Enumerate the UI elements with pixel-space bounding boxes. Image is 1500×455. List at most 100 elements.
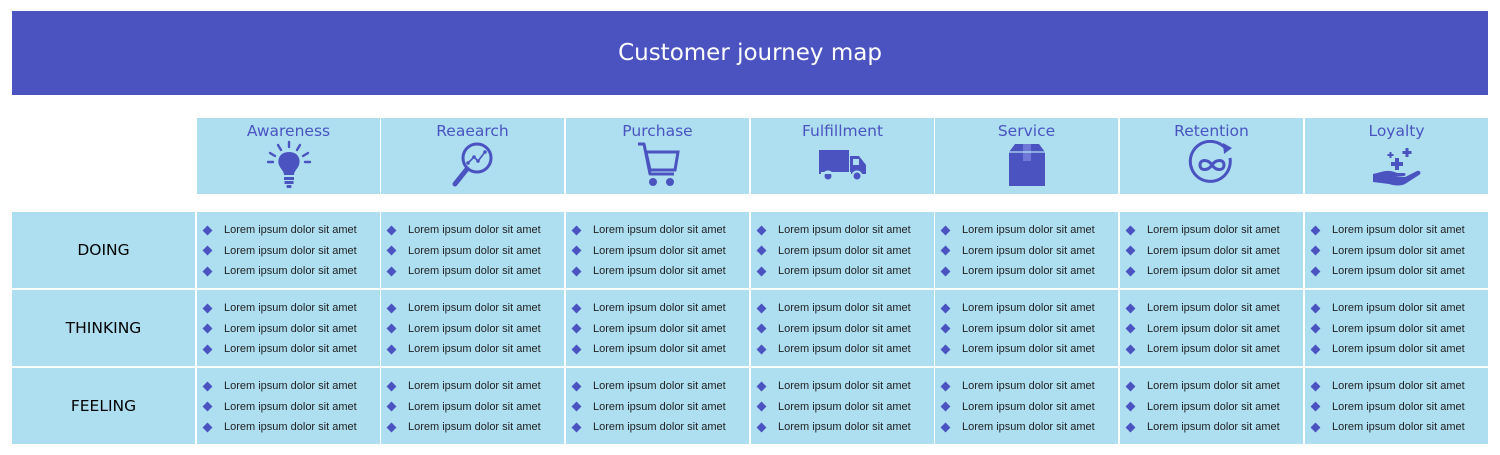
list-item: Lorem ipsum dolor sit amet bbox=[756, 241, 934, 262]
diamond-bullet-icon bbox=[571, 266, 582, 277]
shopping-cart-icon bbox=[632, 140, 684, 190]
list-item-text: Lorem ipsum dolor sit amet bbox=[224, 343, 357, 356]
list-item: Lorem ipsum dolor sit amet bbox=[571, 397, 749, 418]
list-item-text: Lorem ipsum dolor sit amet bbox=[778, 380, 911, 393]
list-item-text: Lorem ipsum dolor sit amet bbox=[593, 302, 726, 315]
stage-header-fulfillment: Fulfillment bbox=[751, 118, 934, 194]
diamond-bullet-icon bbox=[1125, 245, 1136, 256]
list-item: Lorem ipsum dolor sit amet bbox=[571, 298, 749, 319]
list-item: Lorem ipsum dolor sit amet bbox=[756, 417, 934, 438]
diamond-bullet-icon bbox=[571, 323, 582, 334]
list-item-text: Lorem ipsum dolor sit amet bbox=[1332, 380, 1465, 393]
package-box-icon bbox=[1001, 140, 1053, 190]
list-item-text: Lorem ipsum dolor sit amet bbox=[1147, 421, 1280, 434]
hand-plus-icon bbox=[1371, 140, 1423, 190]
diamond-bullet-icon bbox=[1310, 245, 1321, 256]
list-item-text: Lorem ipsum dolor sit amet bbox=[408, 265, 541, 278]
list-item-text: Lorem ipsum dolor sit amet bbox=[593, 224, 726, 237]
stage-label: Purchase bbox=[622, 122, 693, 140]
list-item-text: Lorem ipsum dolor sit amet bbox=[1147, 380, 1280, 393]
diamond-bullet-icon bbox=[571, 245, 582, 256]
list-item-text: Lorem ipsum dolor sit amet bbox=[408, 244, 541, 257]
diamond-bullet-icon bbox=[386, 401, 397, 412]
diamond-bullet-icon bbox=[386, 344, 397, 355]
list-item-text: Lorem ipsum dolor sit amet bbox=[1332, 244, 1465, 257]
diamond-bullet-icon bbox=[756, 344, 767, 355]
diamond-bullet-icon bbox=[202, 303, 213, 314]
diamond-bullet-icon bbox=[1310, 303, 1321, 314]
list-item: Lorem ipsum dolor sit amet bbox=[386, 417, 564, 438]
stage-label: Awareness bbox=[246, 122, 331, 140]
list-item-text: Lorem ipsum dolor sit amet bbox=[224, 380, 357, 393]
list-item: Lorem ipsum dolor sit amet bbox=[1125, 241, 1303, 262]
list-item: Lorem ipsum dolor sit amet bbox=[1310, 241, 1488, 262]
diamond-bullet-icon bbox=[940, 303, 951, 314]
list-item-text: Lorem ipsum dolor sit amet bbox=[962, 421, 1095, 434]
diamond-bullet-icon bbox=[940, 225, 951, 236]
list-item: Lorem ipsum dolor sit amet bbox=[1125, 220, 1303, 241]
diamond-bullet-icon bbox=[571, 381, 582, 392]
diamond-bullet-icon bbox=[940, 381, 951, 392]
list-item-text: Lorem ipsum dolor sit amet bbox=[962, 224, 1095, 237]
diamond-bullet-icon bbox=[1125, 266, 1136, 277]
row-label-feeling: FEELING bbox=[12, 368, 195, 444]
list-item-text: Lorem ipsum dolor sit amet bbox=[1332, 400, 1465, 413]
stage-label: Service bbox=[997, 122, 1056, 140]
stage-label: Retention bbox=[1174, 122, 1249, 140]
diamond-bullet-icon bbox=[386, 323, 397, 334]
diamond-bullet-icon bbox=[1125, 323, 1136, 334]
list-item: Lorem ipsum dolor sit amet bbox=[1310, 220, 1488, 241]
list-item-text: Lorem ipsum dolor sit amet bbox=[408, 322, 541, 335]
list-item-text: Lorem ipsum dolor sit amet bbox=[962, 265, 1095, 278]
list-item: Lorem ipsum dolor sit amet bbox=[571, 241, 749, 262]
list-item: Lorem ipsum dolor sit amet bbox=[1125, 339, 1303, 360]
diamond-bullet-icon bbox=[1125, 344, 1136, 355]
diamond-bullet-icon bbox=[756, 323, 767, 334]
list-item: Lorem ipsum dolor sit amet bbox=[202, 417, 380, 438]
list-item: Lorem ipsum dolor sit amet bbox=[1310, 298, 1488, 319]
list-item: Lorem ipsum dolor sit amet bbox=[571, 319, 749, 340]
list-item: Lorem ipsum dolor sit amet bbox=[940, 376, 1118, 397]
diamond-bullet-icon bbox=[1125, 225, 1136, 236]
diamond-bullet-icon bbox=[940, 401, 951, 412]
list-item-text: Lorem ipsum dolor sit amet bbox=[593, 343, 726, 356]
diamond-bullet-icon bbox=[386, 381, 397, 392]
diamond-bullet-icon bbox=[1125, 401, 1136, 412]
list-item: Lorem ipsum dolor sit amet bbox=[1310, 417, 1488, 438]
diamond-bullet-icon bbox=[386, 266, 397, 277]
diamond-bullet-icon bbox=[202, 344, 213, 355]
list-item-text: Lorem ipsum dolor sit amet bbox=[224, 421, 357, 434]
diamond-bullet-icon bbox=[571, 422, 582, 433]
list-item: Lorem ipsum dolor sit amet bbox=[571, 339, 749, 360]
stage-label: Reaearch bbox=[436, 122, 509, 140]
list-item: Lorem ipsum dolor sit amet bbox=[386, 376, 564, 397]
list-item: Lorem ipsum dolor sit amet bbox=[202, 298, 380, 319]
diamond-bullet-icon bbox=[1125, 303, 1136, 314]
stage-header-loyalty: Loyalty bbox=[1305, 118, 1488, 194]
diamond-bullet-icon bbox=[202, 422, 213, 433]
list-item: Lorem ipsum dolor sit amet bbox=[1310, 376, 1488, 397]
diamond-bullet-icon bbox=[571, 225, 582, 236]
diamond-bullet-icon bbox=[202, 225, 213, 236]
diamond-bullet-icon bbox=[756, 422, 767, 433]
page-title: Customer journey map bbox=[618, 40, 882, 66]
list-item: Lorem ipsum dolor sit amet bbox=[571, 376, 749, 397]
list-item-text: Lorem ipsum dolor sit amet bbox=[778, 265, 911, 278]
list-item: Lorem ipsum dolor sit amet bbox=[202, 261, 380, 282]
diamond-bullet-icon bbox=[202, 245, 213, 256]
list-item: Lorem ipsum dolor sit amet bbox=[386, 298, 564, 319]
diamond-bullet-icon bbox=[1310, 401, 1321, 412]
list-item: Lorem ipsum dolor sit amet bbox=[202, 220, 380, 241]
stage-header-reaearch: Reaearch bbox=[381, 118, 564, 194]
list-item: Lorem ipsum dolor sit amet bbox=[386, 397, 564, 418]
list-item: Lorem ipsum dolor sit amet bbox=[202, 376, 380, 397]
list-item: Lorem ipsum dolor sit amet bbox=[571, 220, 749, 241]
stage-header-retention: Retention bbox=[1120, 118, 1303, 194]
list-item: Lorem ipsum dolor sit amet bbox=[940, 319, 1118, 340]
diamond-bullet-icon bbox=[1125, 422, 1136, 433]
list-item: Lorem ipsum dolor sit amet bbox=[1125, 261, 1303, 282]
